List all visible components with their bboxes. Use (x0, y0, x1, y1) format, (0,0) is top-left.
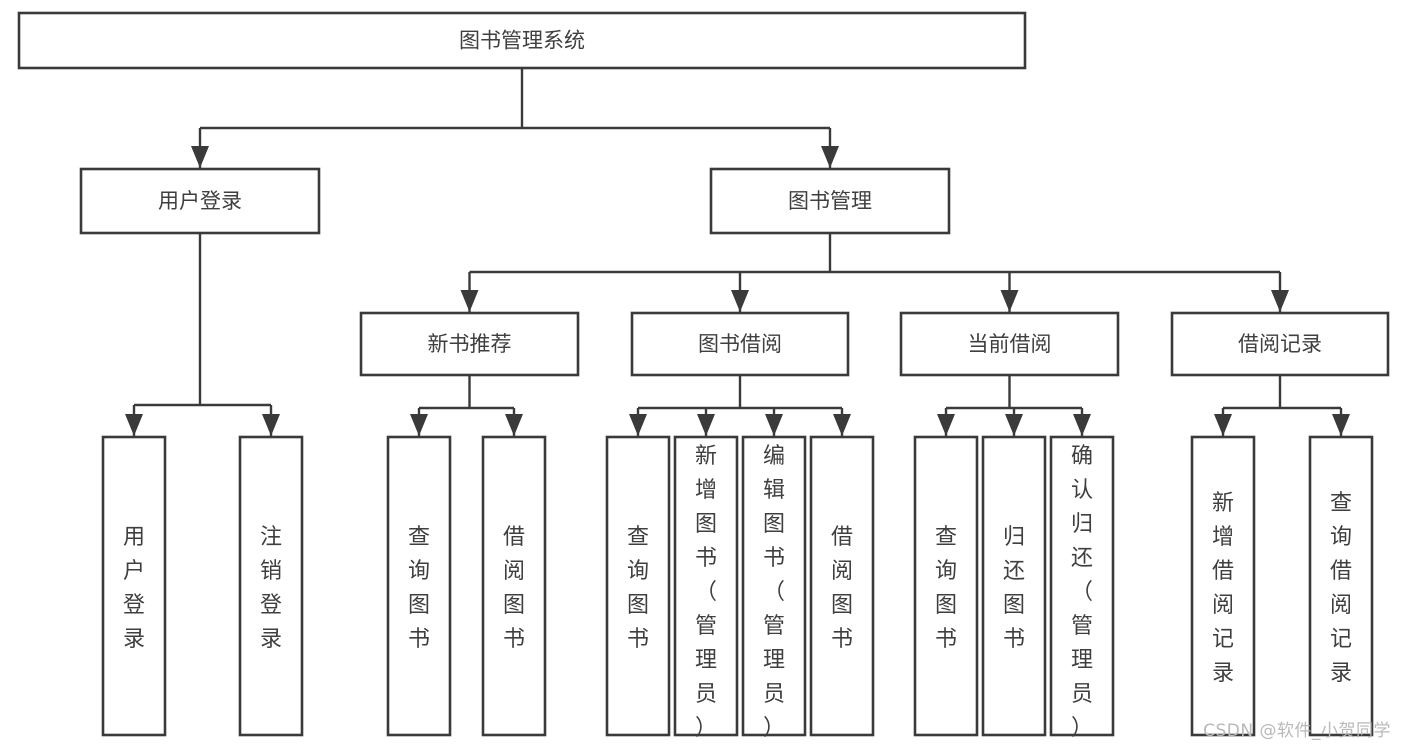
node-图书借阅-box[interactable] (630, 311, 850, 377)
l3-1-arrow-3 (833, 414, 851, 436)
leaf-11-node-新增借阅记录[interactable]: 新增借阅记录 (1190, 435, 1256, 737)
node-用户登录[interactable]: 用户登录 (79, 167, 321, 235)
leaf-8-node-查询图书-label: 查询图书 (935, 525, 957, 652)
leaf-3-node-借阅图书-box[interactable] (481, 435, 547, 737)
leaf-10-node-确认归还管理员-box[interactable] (1049, 435, 1115, 737)
connector-layer (125, 68, 1350, 436)
l3-3-arrow-1 (1332, 414, 1350, 436)
leaf-7-node-借阅图书-label: 借阅图书 (831, 525, 853, 652)
leaf-12-node-查询借阅记录-box[interactable] (1308, 435, 1374, 737)
l3-2-arrow-2 (1073, 414, 1091, 436)
leaf-1-node-注销登录-box[interactable] (238, 435, 304, 737)
leaf-5-node-新增图书管理员[interactable]: 新增图书（管理员） (673, 435, 739, 741)
leaf-7-node-借阅图书[interactable]: 借阅图书 (809, 435, 875, 737)
leaf-5-node-新增图书管理员-label: 新增图书（管理员） (695, 444, 717, 741)
l3-1-arrow-0 (629, 414, 647, 436)
book-mgmt-arrow-1 (731, 290, 749, 312)
l3-0-arrow-0 (410, 414, 428, 436)
root-arrow-0 (191, 146, 209, 168)
root-arrow-1 (821, 146, 839, 168)
node-当前借阅[interactable]: 当前借阅 (899, 311, 1120, 377)
leaf-0-node-用户登录-box[interactable] (101, 435, 167, 737)
leaf-6-node-编辑图书管理员-box[interactable] (741, 435, 807, 737)
leaf-4-node-查询图书-label: 查询图书 (627, 525, 649, 652)
node-借阅记录-box[interactable] (1170, 311, 1390, 377)
leaf-9-node-归还图书-box[interactable] (981, 435, 1047, 737)
l3-0-arrow-1 (505, 414, 523, 436)
book-mgmt-arrow-0 (460, 290, 479, 312)
node-用户登录-label: 用户登录 (158, 189, 242, 213)
node-借阅记录-label: 借阅记录 (1238, 332, 1322, 356)
leaf-3-node-借阅图书[interactable]: 借阅图书 (481, 435, 547, 737)
node-图书管理-box[interactable] (709, 167, 951, 235)
user-login-arrow-0 (125, 414, 143, 436)
node-图书借阅[interactable]: 图书借阅 (630, 311, 850, 377)
leaf-2-node-查询图书[interactable]: 查询图书 (386, 435, 452, 737)
node-新书推荐-box[interactable] (359, 311, 580, 377)
leaf-0-node-用户登录-label: 用户登录 (123, 525, 145, 652)
leaf-6-node-编辑图书管理员[interactable]: 编辑图书（管理员） (741, 435, 807, 741)
node-图书借阅-label: 图书借阅 (698, 332, 782, 356)
leaf-10-node-确认归还管理员-label: 确认归还（管理员） (1071, 444, 1093, 741)
l3-2-arrow-0 (937, 414, 955, 436)
node-当前借阅-box[interactable] (899, 311, 1120, 377)
book-mgmt-arrow-3 (1271, 290, 1289, 312)
leaf-8-node-查询图书-box[interactable] (913, 435, 979, 737)
node-新书推荐-label: 新书推荐 (428, 332, 512, 356)
node-借阅记录[interactable]: 借阅记录 (1170, 311, 1390, 377)
node-图书管理系统[interactable]: 图书管理系统 (17, 11, 1027, 70)
book-mgmt-arrow-2 (1000, 290, 1019, 312)
leaf-10-node-确认归还管理员[interactable]: 确认归还（管理员） (1049, 435, 1115, 741)
leaf-5-node-新增图书管理员-box[interactable] (673, 435, 739, 737)
node-图书管理-label: 图书管理 (788, 189, 872, 213)
leaf-1-node-注销登录-label: 注销登录 (260, 525, 282, 652)
node-用户登录-box[interactable] (79, 167, 321, 235)
l3-2-arrow-1 (1005, 414, 1023, 436)
node-新书推荐[interactable]: 新书推荐 (359, 311, 580, 377)
leaf-2-node-查询图书-label: 查询图书 (408, 525, 430, 652)
leaf-12-node-查询借阅记录-label: 查询借阅记录 (1330, 491, 1352, 686)
node-图书管理[interactable]: 图书管理 (709, 167, 951, 235)
leaf-7-node-借阅图书-box[interactable] (809, 435, 875, 737)
leaf-12-node-查询借阅记录[interactable]: 查询借阅记录 (1308, 435, 1374, 737)
leaf-11-node-新增借阅记录-label: 新增借阅记录 (1212, 491, 1234, 686)
leaf-4-node-查询图书[interactable]: 查询图书 (605, 435, 671, 737)
user-login-arrow-1 (262, 414, 280, 436)
node-layer: 图书管理系统用户登录图书管理新书推荐图书借阅当前借阅借阅记录用户登录注销登录查询… (17, 11, 1390, 741)
leaf-1-node-注销登录[interactable]: 注销登录 (238, 435, 304, 737)
leaf-4-node-查询图书-box[interactable] (605, 435, 671, 737)
node-图书管理系统-box[interactable] (17, 11, 1027, 70)
node-图书管理系统-label: 图书管理系统 (459, 29, 585, 53)
leaf-0-node-用户登录[interactable]: 用户登录 (101, 435, 167, 737)
leaf-2-node-查询图书-box[interactable] (386, 435, 452, 737)
leaf-6-node-编辑图书管理员-label: 编辑图书（管理员） (763, 444, 785, 741)
node-当前借阅-label: 当前借阅 (968, 332, 1052, 356)
l3-3-arrow-0 (1214, 414, 1232, 436)
leaf-8-node-查询图书[interactable]: 查询图书 (913, 435, 979, 737)
leaf-9-node-归还图书[interactable]: 归还图书 (981, 435, 1047, 737)
leaf-9-node-归还图书-label: 归还图书 (1003, 525, 1025, 652)
leaf-11-node-新增借阅记录-box[interactable] (1190, 435, 1256, 737)
l3-1-arrow-1 (697, 414, 715, 436)
l3-1-arrow-2 (765, 414, 783, 436)
leaf-3-node-借阅图书-label: 借阅图书 (503, 525, 525, 652)
